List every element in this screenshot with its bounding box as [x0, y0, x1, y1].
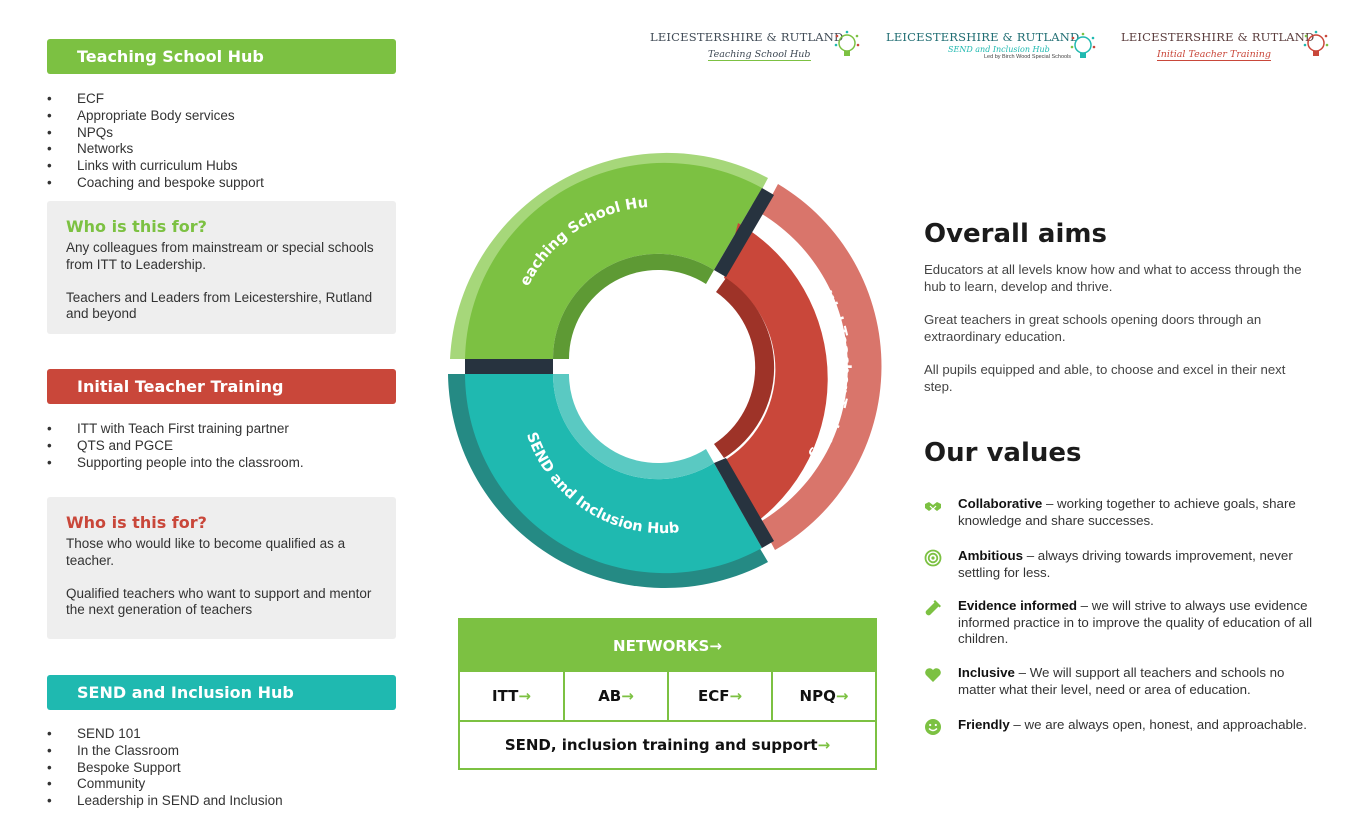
tsh-outer-rim — [450, 152, 768, 359]
handshake-icon — [925, 502, 941, 511]
itt-outer-rim — [760, 184, 882, 550]
overall-aims-heading: Overall aims — [924, 219, 1107, 249]
logo-title: LEICESTERSHIRE & RUTLAND — [650, 30, 844, 44]
arrow-icon: → — [621, 687, 634, 705]
arrow-icon: → — [729, 687, 743, 705]
value-friendly: Friendly – we are always open, honest, a… — [924, 717, 1324, 735]
list-item: Supporting people into the classroom. — [47, 455, 304, 472]
target-icon — [924, 549, 942, 567]
list-item: Appropriate Body services — [47, 108, 264, 125]
list-item: QTS and PGCE — [47, 438, 304, 455]
itt-inner-rim — [714, 278, 775, 458]
tsh-logo: LEICESTERSHIRE & RUTLAND Teaching School… — [650, 30, 860, 75]
list-item: Networks — [47, 141, 264, 158]
lightbulb-icon — [834, 30, 860, 56]
itt-who-box: Who is this for? Those who would like to… — [47, 497, 396, 639]
smiley-icon — [925, 719, 941, 735]
aims-text: All pupils equipped and able, to choose … — [924, 362, 1286, 394]
list-item: In the Classroom — [47, 743, 283, 760]
send-inner-rim — [552, 374, 714, 480]
banner-title: Initial Teacher Training — [77, 377, 284, 396]
networks-header: NETWORKS→ — [460, 620, 875, 672]
aims-text: Great teachers in great schools opening … — [924, 312, 1262, 344]
list-item: Leadership in SEND and Inclusion — [47, 793, 283, 810]
grid-send-row: SEND, inclusion training and support→ — [504, 736, 831, 754]
logo-subtitle: Teaching School Hub — [708, 49, 811, 61]
list-item: NPQs — [47, 125, 264, 142]
our-values-heading: Our values — [924, 438, 1082, 468]
grid-cell-itt: ITT→ — [460, 672, 565, 722]
value-inclusive: Inclusive – We will support all teachers… — [924, 665, 1324, 698]
value-desc: – we are always open, honest, and approa… — [1009, 717, 1307, 732]
aims-text: Educators at all levels know how and wha… — [924, 262, 1302, 294]
send-services-list: SEND 101 In the Classroom Bespoke Suppor… — [47, 726, 283, 810]
value-name: Evidence informed — [958, 598, 1077, 613]
logo-title: LEICESTERSHIRE & RUTLAND — [886, 30, 1080, 44]
value-desc: – We will support all teachers and schoo… — [958, 665, 1285, 697]
list-item: ECF — [47, 91, 264, 108]
hub-ring-diagram: Teaching School Hub Initial Teacher Trai… — [440, 150, 882, 589]
itt-segment — [722, 223, 828, 535]
list-item: Bespoke Support — [47, 760, 283, 777]
value-ambitious: Ambitious – always driving towards impro… — [924, 548, 1324, 581]
logo-title: LEICESTERSHIRE & RUTLAND — [1121, 30, 1315, 44]
who-title: Who is this for? — [66, 217, 207, 236]
heart-icon — [925, 668, 941, 682]
separator — [465, 359, 553, 374]
teaching-school-hub-banner: Teaching School Hub — [47, 39, 396, 74]
list-item: Links with curriculum Hubs — [47, 158, 264, 175]
list-item: Community — [47, 776, 283, 793]
lightbulb-icon — [1070, 32, 1096, 58]
networks-grid: NETWORKS→ ITT→ AB→ ECF→ NPQ→ SEND, inclu… — [458, 618, 877, 770]
value-name: Inclusive — [958, 665, 1015, 680]
arrow-icon: → — [709, 637, 722, 655]
separator — [714, 188, 774, 277]
logo-subtitle: Initial Teacher Training — [1157, 49, 1271, 61]
banner-title: Teaching School Hub — [77, 47, 264, 66]
tsh-services-list: ECF Appropriate Body services NPQs Netwo… — [47, 91, 264, 192]
value-name: Friendly — [958, 717, 1010, 732]
test-tube-icon — [925, 600, 941, 616]
send-outer-rim — [448, 374, 768, 589]
arrow-icon: → — [817, 736, 831, 754]
grid-cell-npq: NPQ→ — [773, 672, 875, 722]
banner-title: SEND and Inclusion Hub — [77, 683, 294, 702]
tsh-who-box: Who is this for? Any colleagues from mai… — [47, 201, 396, 334]
grid-cell-ab: AB→ — [565, 672, 669, 722]
who-title: Who is this for? — [66, 513, 207, 532]
who-text: Qualified teachers who want to support a… — [66, 585, 372, 618]
value-name: Collaborative — [958, 496, 1043, 511]
value-name: Ambitious — [958, 548, 1024, 563]
initial-teacher-training-banner: Initial Teacher Training — [47, 369, 396, 404]
lightbulb-icon — [1303, 30, 1329, 56]
who-text: Any colleagues from mainstream or specia… — [66, 240, 374, 272]
who-text: Those who would like to become qualified… — [66, 536, 346, 568]
arrow-icon: → — [518, 687, 531, 705]
logo-tagline: Led by Birch Wood Special Schools — [984, 54, 1072, 60]
list-item: Coaching and bespoke support — [47, 175, 264, 192]
tsh-inner-rim — [552, 253, 714, 359]
list-item: ITT with Teach First training partner — [47, 421, 304, 438]
logo-subtitle: SEND and Inclusion Hub — [948, 45, 1050, 54]
itt-services-list: ITT with Teach First training partner QT… — [47, 421, 304, 471]
value-desc: – always driving towards improvement, ne… — [958, 548, 1293, 580]
list-item: SEND 101 — [47, 726, 283, 743]
itt-logo: LEICESTERSHIRE & RUTLAND Initial Teacher… — [1121, 30, 1329, 75]
send-logo: LEICESTERSHIRE & RUTLAND SEND and Inclus… — [886, 30, 1096, 75]
separator — [714, 458, 774, 548]
value-evidence-informed: Evidence informed – we will strive to al… — [924, 598, 1324, 648]
who-text: Teachers and Leaders from Leicestershire… — [66, 289, 373, 322]
value-desc: – working together to achieve goals, sha… — [958, 496, 1296, 528]
value-desc: – we will strive to always use evidence … — [958, 598, 1313, 647]
send-inclusion-hub-banner: SEND and Inclusion Hub — [47, 675, 396, 710]
send-segment — [465, 374, 762, 574]
arrow-icon: → — [835, 687, 849, 705]
grid-cell-ecf: ECF→ — [669, 672, 773, 722]
tsh-segment — [465, 162, 762, 359]
value-collaborative: Collaborative – working together to achi… — [924, 496, 1324, 529]
